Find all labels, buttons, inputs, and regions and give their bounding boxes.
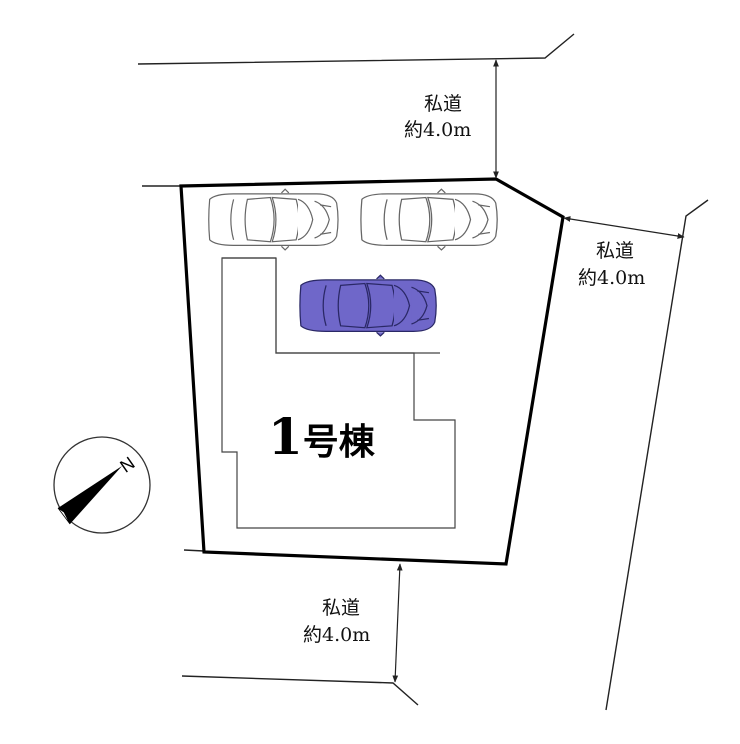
south-road-edge-lower [181, 675, 419, 706]
car-highlighted [299, 274, 437, 337]
compass-needle-icon [58, 466, 122, 524]
building-label: 1号棟 [268, 407, 376, 466]
south-road-dimension [392, 563, 403, 683]
car-parked-2 [360, 188, 498, 251]
parking-divider-line [275, 258, 440, 354]
north-road-edge [137, 33, 575, 65]
south-road-edge [183, 549, 205, 552]
north-road-width: 約4.0m [404, 119, 471, 141]
road-edges [137, 33, 709, 711]
east-road-dimension [563, 216, 685, 239]
east-road-name: 私道 [596, 240, 634, 262]
south-road-name: 私道 [322, 597, 360, 619]
building-suffix: 号棟 [303, 421, 376, 463]
compass: N [53, 436, 151, 534]
building-number: 1 [268, 407, 303, 466]
east-road-width: 約4.0m [578, 267, 645, 289]
lot-boundary [179, 177, 565, 566]
car-parked-1 [208, 188, 339, 251]
east-road-edge [605, 199, 709, 711]
north-road-name: 私道 [424, 93, 462, 115]
south-road-width: 約4.0m [303, 624, 370, 646]
